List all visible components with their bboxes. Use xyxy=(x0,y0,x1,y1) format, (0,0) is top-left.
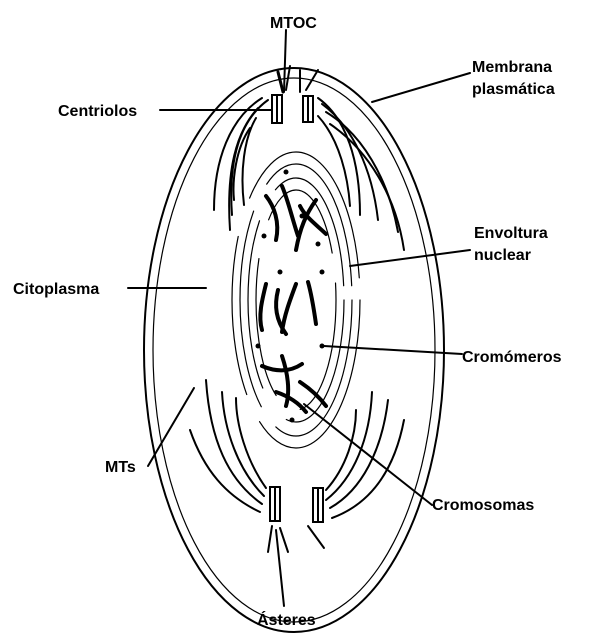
label-citoplasma: Citoplasma xyxy=(13,281,99,298)
label-envoltura-line1: Envoltura xyxy=(474,225,548,242)
chromosomes xyxy=(260,186,326,412)
leader-lines xyxy=(128,30,470,606)
envoltura-leader xyxy=(350,250,470,266)
centriole-top-right xyxy=(303,96,313,122)
label-cromomeros: Cromómeros xyxy=(462,349,562,366)
cromomeros-leader xyxy=(324,346,462,354)
centriole-top-left xyxy=(272,95,282,123)
label-mts: MTs xyxy=(105,459,136,476)
label-cromosomas: Cromosomas xyxy=(432,497,534,514)
asteres-leader xyxy=(276,530,284,606)
membrana-leader xyxy=(372,73,470,102)
label-centriolos: Centriolos xyxy=(58,103,137,120)
labels: MTOC Membrana plasmática Centriolos Envo… xyxy=(13,15,562,629)
centriole-bottom-right xyxy=(313,488,323,522)
mtoc-leader xyxy=(284,30,286,92)
microtubules-upper xyxy=(214,66,404,250)
label-envoltura-line2: nuclear xyxy=(474,247,531,264)
microtubules-lower xyxy=(190,380,404,552)
label-membrana-line1: Membrana xyxy=(472,59,552,76)
label-membrana-line2: plasmática xyxy=(472,81,555,98)
label-mtoc: MTOC xyxy=(270,15,317,32)
centriole-bottom-left xyxy=(270,487,280,521)
label-asteres: Ásteres xyxy=(257,610,316,629)
